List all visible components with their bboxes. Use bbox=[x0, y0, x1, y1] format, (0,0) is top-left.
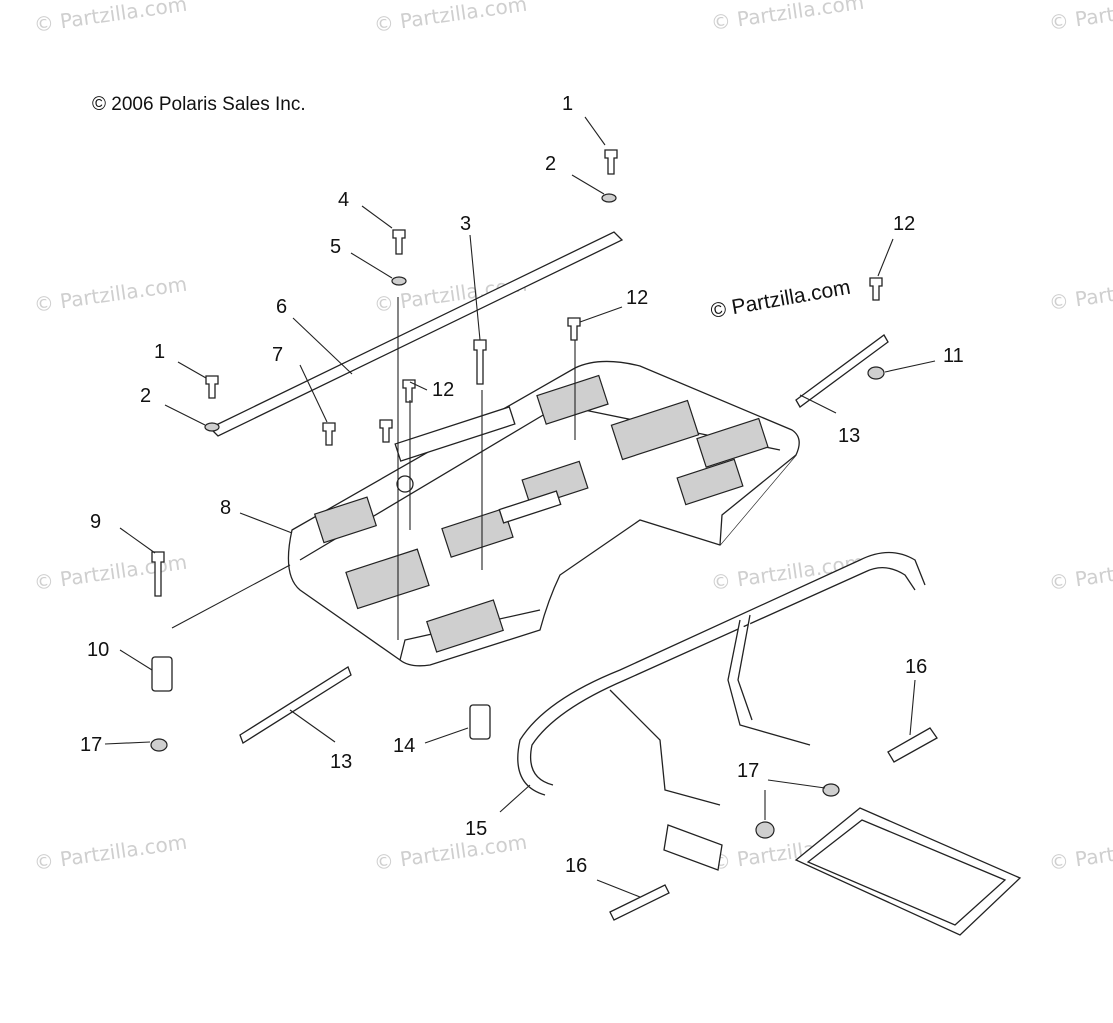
spacer-14 bbox=[469, 704, 491, 740]
callout-label: 2 bbox=[140, 385, 151, 407]
bolt-1-top bbox=[604, 149, 618, 175]
washer-2-left bbox=[204, 422, 220, 432]
washer-2-top bbox=[601, 193, 617, 203]
spacer-10 bbox=[151, 656, 173, 692]
leader-lines bbox=[104, 116, 936, 898]
callout-label: 16 bbox=[905, 656, 927, 678]
watermark: © Partzilla.com bbox=[32, 0, 188, 37]
callout-label: 4 bbox=[338, 189, 349, 211]
watermark: © Partzilla.com bbox=[709, 0, 865, 35]
callout-label: 13 bbox=[330, 751, 352, 773]
rear-rack-frame-15 bbox=[517, 551, 926, 806]
bolt-12-right bbox=[869, 277, 883, 301]
bolt-12-a bbox=[567, 317, 581, 341]
watermark: © Partzilla.com bbox=[1047, 550, 1113, 595]
watermark: © Partzilla.com bbox=[1047, 0, 1113, 35]
rail-strip-6 bbox=[208, 231, 624, 437]
callout-label: 17 bbox=[80, 734, 102, 756]
bolt-12-c bbox=[379, 419, 393, 443]
watermark: © Partzilla.com bbox=[1047, 830, 1113, 875]
bolt-3 bbox=[473, 339, 487, 385]
mount-plate bbox=[663, 824, 723, 871]
strip-13-left bbox=[239, 666, 352, 744]
callout-label: 7 bbox=[272, 344, 283, 366]
watermark: © Partzilla.com bbox=[372, 830, 528, 875]
callout-label: 9 bbox=[90, 511, 101, 533]
callout-label: 17 bbox=[737, 760, 759, 782]
bolt-1-left bbox=[205, 375, 219, 399]
callout-label: 12 bbox=[893, 213, 915, 235]
callout-label: 1 bbox=[154, 341, 165, 363]
strip-13-right bbox=[795, 334, 889, 408]
callout-label: 5 bbox=[330, 236, 341, 258]
callout-label: 2 bbox=[545, 153, 556, 175]
bushing-17 bbox=[755, 821, 775, 839]
site-label: © Partzilla.com bbox=[709, 276, 852, 323]
copyright-text: © 2006 Polaris Sales Inc. bbox=[92, 94, 306, 115]
watermark: © Partzilla.com bbox=[32, 272, 188, 317]
bolt-12-b bbox=[402, 379, 416, 403]
callout-numbers: 1 2 4 5 3 6 12 12 1 2 7 12 13 11 9 8 10 … bbox=[80, 93, 964, 877]
callout-label: 10 bbox=[87, 639, 109, 661]
watermark: © Partzilla.com bbox=[32, 550, 188, 595]
callout-label: 3 bbox=[460, 213, 471, 235]
nut-17-left bbox=[150, 738, 168, 752]
nut-11 bbox=[867, 366, 885, 380]
callout-label: 13 bbox=[838, 425, 860, 447]
bolt-16-right bbox=[887, 727, 938, 763]
callout-label: 15 bbox=[465, 818, 487, 840]
hardware bbox=[150, 149, 938, 921]
washer-5 bbox=[391, 276, 407, 286]
bolt-7 bbox=[322, 422, 336, 446]
callout-label: 12 bbox=[626, 287, 648, 309]
rack-platform bbox=[287, 360, 800, 667]
callout-label: 11 bbox=[943, 345, 964, 367]
watermark: © Partzilla.com bbox=[372, 0, 528, 37]
bolt-4 bbox=[392, 229, 406, 255]
callout-label: 6 bbox=[276, 296, 287, 318]
watermark: © Partzilla.com bbox=[32, 830, 188, 875]
watermark: © Partzilla.com bbox=[1047, 270, 1113, 315]
callout-label: 14 bbox=[393, 735, 415, 757]
bolt-16-bottom bbox=[609, 884, 670, 921]
callout-label: 1 bbox=[562, 93, 573, 115]
nut-17-right bbox=[822, 783, 840, 797]
support-frame bbox=[794, 807, 1022, 936]
callout-label: 16 bbox=[565, 855, 587, 877]
callout-label: 12 bbox=[432, 379, 454, 401]
bolt-9 bbox=[151, 551, 165, 597]
callout-label: 8 bbox=[220, 497, 231, 519]
